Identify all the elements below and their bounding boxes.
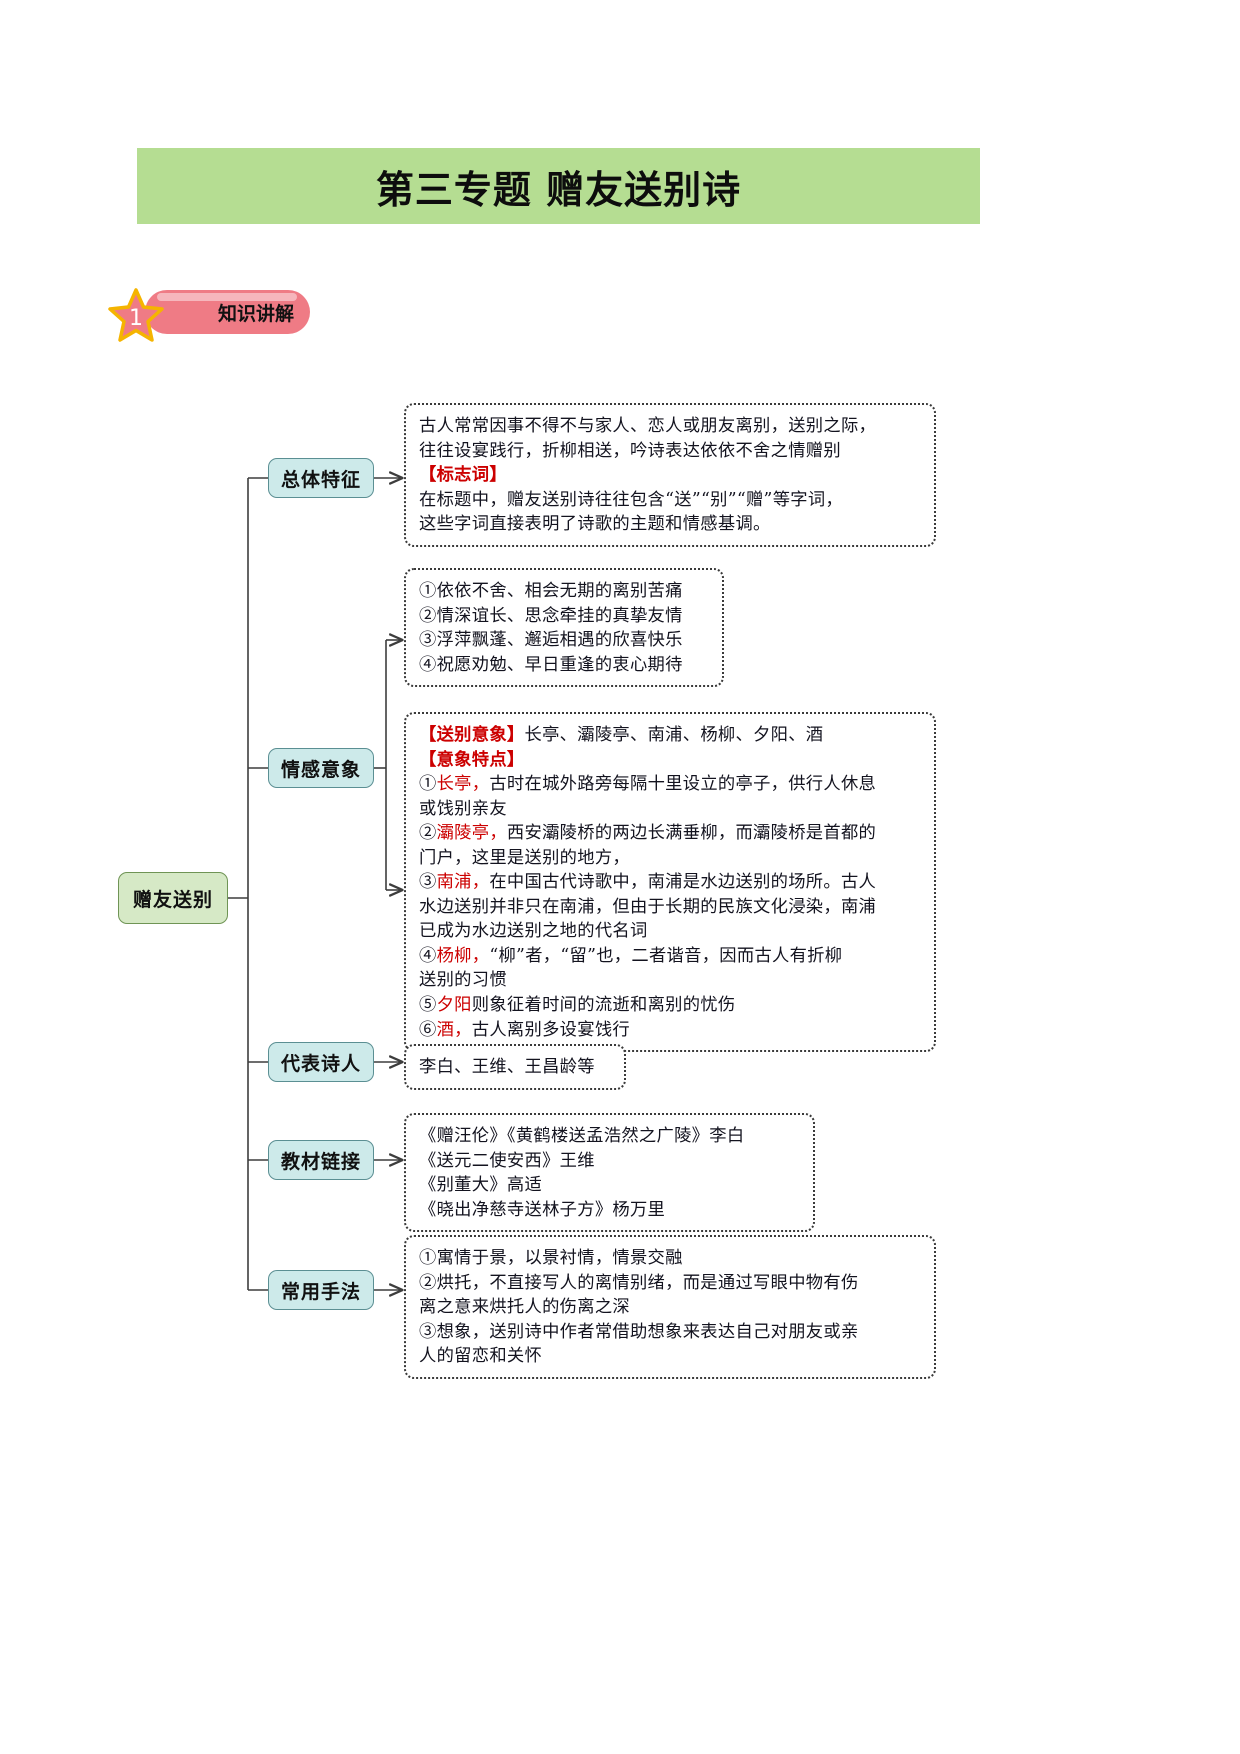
technique-line: ③想象，送别诗中作者常借助想象来表达自己对朋友或亲: [419, 1321, 859, 1342]
branch-node-textbook[interactable]: 教材链接: [268, 1140, 374, 1180]
imagery-entry-cont: 门户，这里是送别的地方，: [419, 847, 630, 868]
content-box-techniques: ①寓情于景，以景衬情，情景交融 ②烘托，不直接写人的离情别绪，而是通过写眼中物有…: [404, 1235, 936, 1379]
imagery-tag1: 【送别意象】: [419, 725, 525, 745]
imagery-entry-cont: 水边送别并非只在南浦，但由于长期的民族文化浸染，南浦: [419, 896, 877, 917]
imagery-entry-key: 灞陵亭，: [436, 823, 507, 844]
imagery-entry: ④杨柳，“柳”者，“留”也，二者谐音，因而古人有折柳: [419, 944, 921, 969]
imagery-tag2: 【意象特点】: [419, 749, 525, 770]
badge-label: 知识讲解: [217, 302, 294, 325]
page-title: 第三专题 赠友送别诗: [375, 167, 742, 212]
branch-node-overall[interactable]: 总体特征: [268, 458, 374, 498]
emotion-item: ④祝愿劝勉、早日重逢的衷心期待: [419, 654, 683, 675]
badge-pill: 知识讲解: [145, 290, 310, 334]
imagery-entry-key: 杨柳，: [436, 945, 490, 966]
content-box-overall: 古人常常因事不得不与家人、恋人或朋友离别，送别之际， 往往设宴践行，折柳相送，吟…: [404, 403, 936, 547]
branch-label-techniques: 常用手法: [280, 1280, 361, 1303]
poets-text: 李白、王维、王昌龄等: [419, 1057, 595, 1077]
branch-label-textbook: 教材链接: [280, 1150, 361, 1173]
imagery-entry: ②灞陵亭，西安灞陵桥的两边长满垂柳，而灞陵桥是首都的: [419, 821, 921, 846]
textbook-line: 《晓出净慈寺送林子方》杨万里: [419, 1199, 666, 1220]
imagery-entry-num: ⑤: [419, 995, 437, 1016]
content-box-emotions: ①依依不舍、相会无期的离别苦痛 ②情深谊长、思念牵挂的真挚友情 ③浮萍飘蓬、邂逅…: [404, 568, 724, 688]
technique-line: ②烘托，不直接写人的离情别绪，而是通过写眼中物有伤: [419, 1272, 859, 1293]
technique-line: ①寓情于景，以景衬情，情景交融: [419, 1248, 683, 1268]
mindmap-root-node[interactable]: 赠友送别: [118, 872, 228, 924]
imagery-entry-body: 在中国古代诗歌中，南浦是水边送别的场所。古人: [489, 872, 877, 893]
technique-line: 人的留恋和关怀: [419, 1346, 543, 1367]
textbook-line: 《别董大》高适: [419, 1175, 543, 1196]
mindmap-root-label: 赠友送别: [132, 888, 213, 911]
emotion-item: ①依依不舍、相会无期的离别苦痛: [419, 581, 683, 601]
branch-node-poets[interactable]: 代表诗人: [268, 1042, 374, 1082]
imagery-entry-num: ④: [419, 945, 437, 966]
overall-tag-line-1: 在标题中，赠友送别诗往往包含“送”“别”“赠”等字词，: [419, 489, 844, 510]
content-box-textbook: 《赠汪伦》《黄鹤楼送孟浩然之广陵》李白 《送元二使安西》王维 《别董大》高适 《…: [404, 1113, 815, 1233]
imagery-tag1-line: 【送别意象】长亭、灞陵亭、南浦、杨柳、夕阳、酒: [419, 723, 921, 748]
overall-tag-line-2: 这些字词直接表明了诗歌的主题和情感基调。: [419, 514, 771, 535]
imagery-entry-cont: 或饯别亲友: [419, 798, 507, 819]
badge-number: 1: [129, 305, 143, 331]
textbook-line: 《送元二使安西》王维: [419, 1150, 595, 1171]
imagery-entry-key: 酒，: [436, 1019, 472, 1040]
title-banner: 第三专题 赠友送别诗: [137, 148, 980, 224]
overall-line-2: 往往设宴践行，折柳相送，吟诗表达依依不舍之情赠别: [419, 440, 841, 461]
imagery-entry-body: 古人离别多设宴饯行: [471, 1019, 630, 1040]
imagery-entry-body: 西安灞陵桥的两边长满垂柳，而灞陵桥是首都的: [506, 823, 877, 844]
imagery-entry: ①长亭，古时在城外路旁每隔十里设立的亭子，供行人休息: [419, 772, 921, 797]
imagery-tag1-body: 长亭、灞陵亭、南浦、杨柳、夕阳、酒: [524, 725, 824, 745]
imagery-entry-key: 南浦，: [436, 872, 490, 893]
content-box-poets: 李白、王维、王昌龄等: [404, 1044, 626, 1090]
imagery-entry-num: ⑥: [419, 1019, 437, 1040]
imagery-entry: ⑥酒，古人离别多设宴饯行: [419, 1018, 921, 1043]
emotion-item: ③浮萍飘蓬、邂逅相遇的欣喜快乐: [419, 630, 683, 651]
technique-line: 离之意来烘托人的伤离之深: [419, 1297, 630, 1318]
imagery-entry-body: “柳”者，“留”也，二者谐音，因而古人有折柳: [489, 945, 843, 966]
imagery-entry-num: ②: [419, 823, 437, 844]
imagery-entry: ③南浦，在中国古代诗歌中，南浦是水边送别的场所。古人: [419, 870, 921, 895]
branch-node-emotion-imagery[interactable]: 情感意象: [268, 748, 374, 788]
badge-gloss: [157, 293, 297, 301]
textbook-line: 《赠汪伦》《黄鹤楼送孟浩然之广陵》李白: [419, 1126, 745, 1146]
imagery-entry-num: ①: [419, 774, 437, 795]
overall-line-1: 古人常常因事不得不与家人、恋人或朋友离别，送别之际，: [419, 416, 877, 436]
imagery-entry-cont: 送别的习惯: [419, 970, 507, 991]
imagery-entry-body: 古时在城外路旁每隔十里设立的亭子，供行人休息: [489, 774, 877, 795]
imagery-entry-key: 夕阳: [436, 995, 472, 1016]
imagery-entry-cont: 已成为水边送别之地的代名词: [419, 921, 648, 942]
imagery-entry-num: ③: [419, 872, 437, 893]
imagery-entry-key: 长亭，: [436, 774, 490, 795]
imagery-entry-body: 则象征着时间的流逝和离别的忧伤: [471, 995, 736, 1016]
branch-label-poets: 代表诗人: [280, 1052, 361, 1075]
branch-node-techniques[interactable]: 常用手法: [268, 1270, 374, 1310]
branch-label-overall: 总体特征: [280, 468, 361, 491]
star-icon: [108, 288, 164, 342]
section-badge: 知识讲解 1: [108, 288, 368, 344]
branch-label-emotion-imagery: 情感意象: [280, 758, 361, 781]
overall-tag: 【标志词】: [419, 465, 507, 486]
emotion-item: ②情深谊长、思念牵挂的真挚友情: [419, 605, 683, 626]
imagery-entry: ⑤夕阳则象征着时间的流逝和离别的忧伤: [419, 993, 921, 1018]
content-box-imagery: 【送别意象】长亭、灞陵亭、南浦、杨柳、夕阳、酒 【意象特点】 ①长亭，古时在城外…: [404, 712, 936, 1053]
